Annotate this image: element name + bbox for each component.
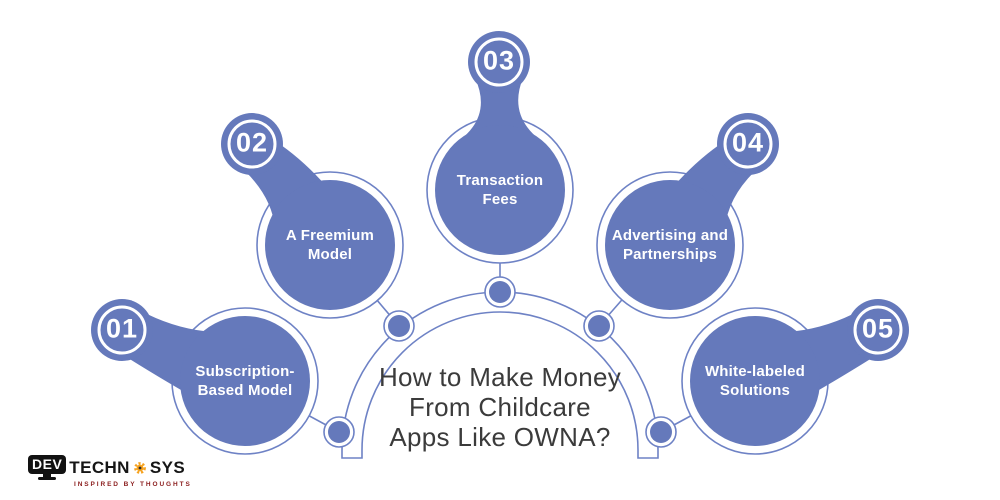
- badge-04-ring: [723, 119, 773, 169]
- monitor-icon: DEV: [28, 455, 67, 480]
- step-04-shapes: [596, 113, 779, 319]
- circle-05-fill: [690, 316, 820, 446]
- badge-03-ring: [474, 37, 524, 87]
- circle-01-fill: [180, 316, 310, 446]
- badge-02-ring: [227, 119, 277, 169]
- logo-brand-left: TECHN: [69, 458, 130, 477]
- badge-number-01: 01: [105, 313, 139, 344]
- gear-icon: [133, 461, 146, 474]
- badge-number-05: 05: [861, 313, 895, 344]
- arc-node-03: [484, 276, 516, 308]
- logo-dev-text: DEV: [28, 455, 67, 474]
- infographic-title: How to Make Money From Childcare Apps Li…: [378, 362, 622, 452]
- neck-03: [460, 78, 540, 140]
- logo-brand-right: SYS: [149, 458, 186, 477]
- arc-node-02: [383, 310, 415, 342]
- step-label-05: White-labeled Solutions: [704, 362, 806, 399]
- logo-tagline: INSPIRED BY THOUGHTS: [74, 481, 192, 488]
- monitor-base: [38, 477, 57, 480]
- arc-band: [341, 291, 659, 459]
- badge-05-ring: [853, 305, 903, 355]
- step-01-shapes: [91, 299, 319, 455]
- arc-node-01: [323, 416, 355, 448]
- step-label-03: Transaction Fees: [456, 171, 544, 208]
- badge-number-04: 04: [731, 127, 765, 158]
- badge-number-03: 03: [482, 45, 516, 76]
- circle-04-fill: [605, 180, 735, 310]
- step-label-01: Subscription- Based Model: [195, 362, 295, 399]
- arc-node-05: [645, 416, 677, 448]
- circle-02-fill: [265, 180, 395, 310]
- monitor-stand: [43, 474, 52, 477]
- badge-number-02: 02: [235, 127, 269, 158]
- circle-03-fill: [435, 125, 565, 255]
- badge-01-ring: [97, 305, 147, 355]
- step-label-04: Advertising and Partnerships: [611, 226, 729, 263]
- arc-node-04: [583, 310, 615, 342]
- step-05-shapes: [681, 299, 909, 455]
- step-02-shapes: [221, 113, 404, 319]
- step-label-02: A Freemium Model: [285, 226, 375, 263]
- dev-technosys-logo: DEV TECHN SYS INSPIRED BY THOUGHTS: [28, 455, 192, 488]
- step-03-shapes: [426, 31, 574, 264]
- arc-nodes: [323, 276, 677, 448]
